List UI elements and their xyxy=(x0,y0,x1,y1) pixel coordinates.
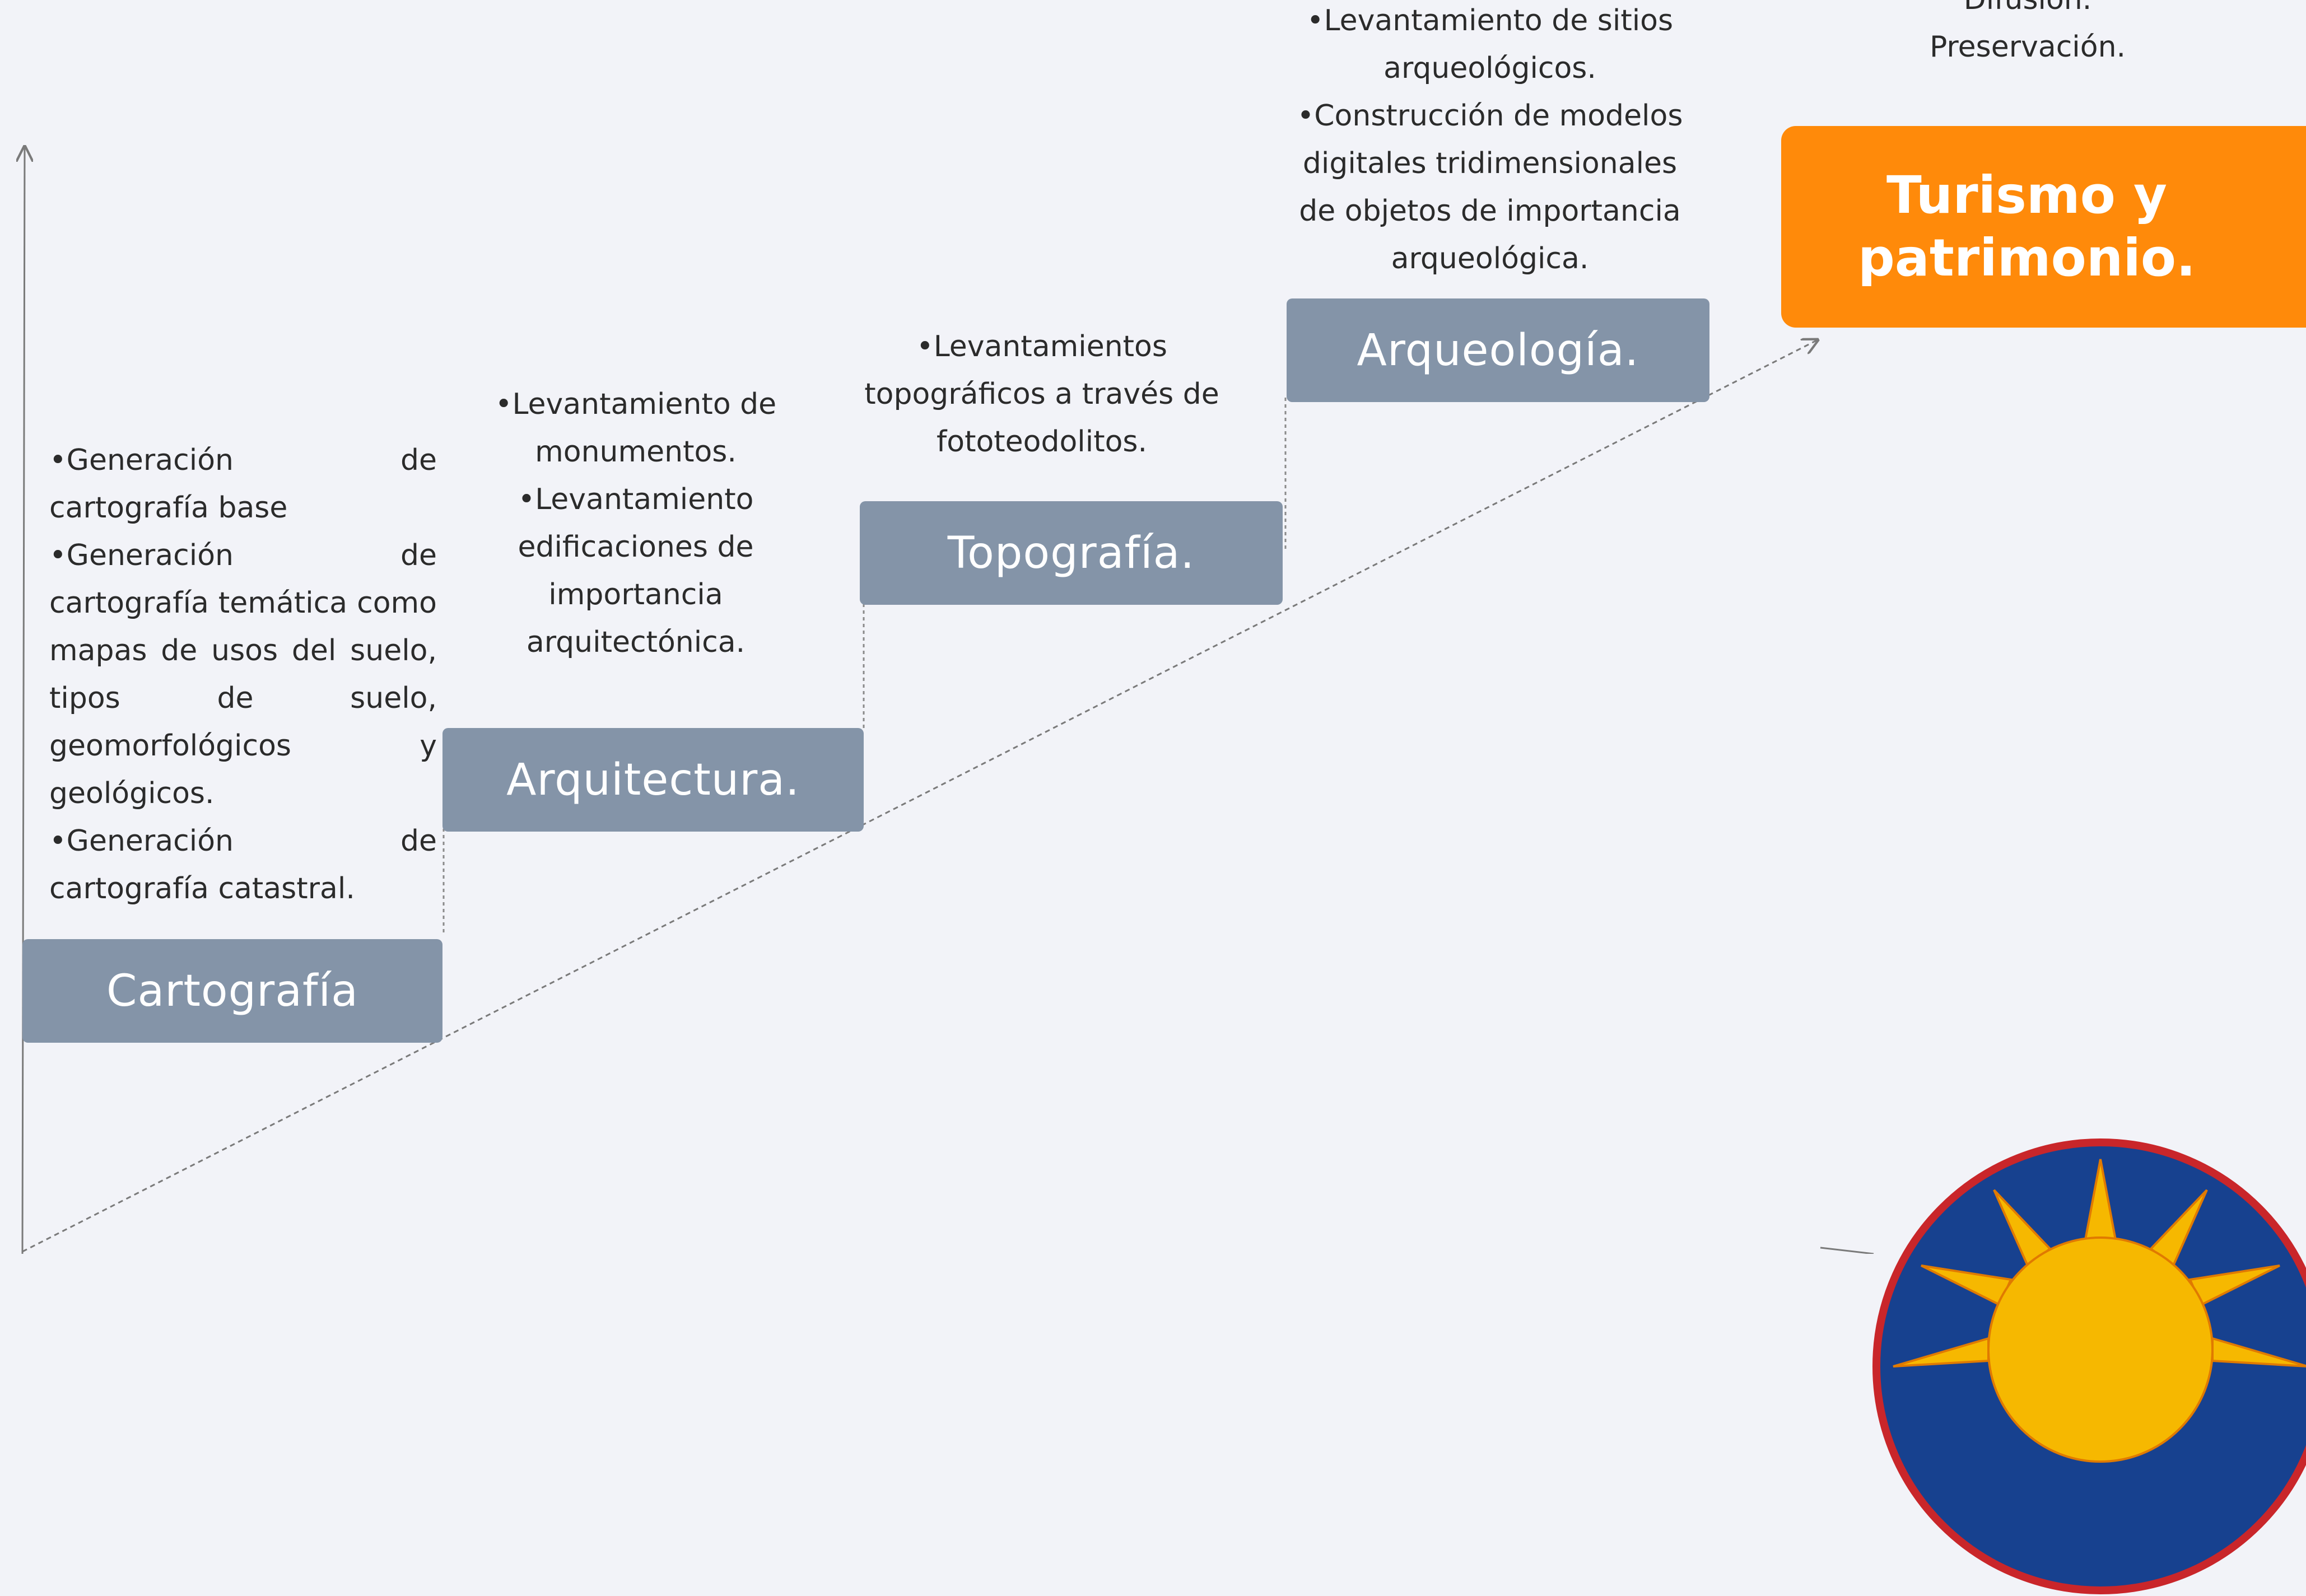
goal-turismo-patrimonio: Turismo y patrimonio. xyxy=(1781,126,2306,328)
cartografia-note-1: •Generación de cartografía base xyxy=(49,444,437,525)
goal-notes: Difusión. Preservación. xyxy=(1854,0,2201,71)
cartografia-notes: •Generación de cartografía base •Generac… xyxy=(49,437,437,913)
sun-emblem-icon xyxy=(1872,1138,2306,1594)
arqueologia-note-2: •Construcción de modelos digitales tridi… xyxy=(1297,99,1683,276)
arquitectura-notes: •Levantamiento de monumentos. •Levantami… xyxy=(482,381,790,666)
step-cartografia: Cartografía xyxy=(22,939,442,1043)
goal-label-line2: patrimonio. xyxy=(1857,228,2196,288)
connector-lines xyxy=(0,0,1874,1254)
step-arqueologia-label: Arqueología. xyxy=(1357,325,1639,376)
step-arqueologia: Arqueología. xyxy=(1287,298,1709,402)
cartografia-note-3: •Generación de cartografía catastral. xyxy=(49,824,437,906)
arqueologia-notes: •Levantamiento de sitios arqueológicos. … xyxy=(1283,0,1697,283)
topografia-notes: •Levantamientos topográficos a través de… xyxy=(863,323,1221,466)
step-topografia-label: Topografía. xyxy=(947,528,1195,578)
step-arquitectura-label: Arquitectura. xyxy=(506,754,800,805)
topografia-note-1: •Levantamientos topográficos a través de… xyxy=(864,330,1219,459)
step-topografia: Topografía. xyxy=(860,501,1283,605)
trend-arrow xyxy=(22,340,1818,1253)
cartografia-note-2: •Generación de cartografía temática como… xyxy=(49,539,437,810)
goal-note-1: Difusión. xyxy=(1854,0,2201,24)
step-cartografia-label: Cartografía xyxy=(106,965,358,1016)
vertical-axis xyxy=(22,147,25,1254)
step-arquitectura: Arquitectura. xyxy=(442,728,864,832)
horizontal-axis xyxy=(1820,1247,1874,1254)
arquitectura-note-1: •Levantamiento de monumentos. xyxy=(495,388,777,469)
arqueologia-note-1: •Levantamiento de sitios arqueológicos. xyxy=(1306,4,1674,85)
arquitectura-note-2: •Levantamiento edificaciones de importan… xyxy=(518,483,754,659)
goal-label-line1: Turismo y xyxy=(1886,165,2167,225)
goal-note-2: Preservación. xyxy=(1929,30,2126,64)
